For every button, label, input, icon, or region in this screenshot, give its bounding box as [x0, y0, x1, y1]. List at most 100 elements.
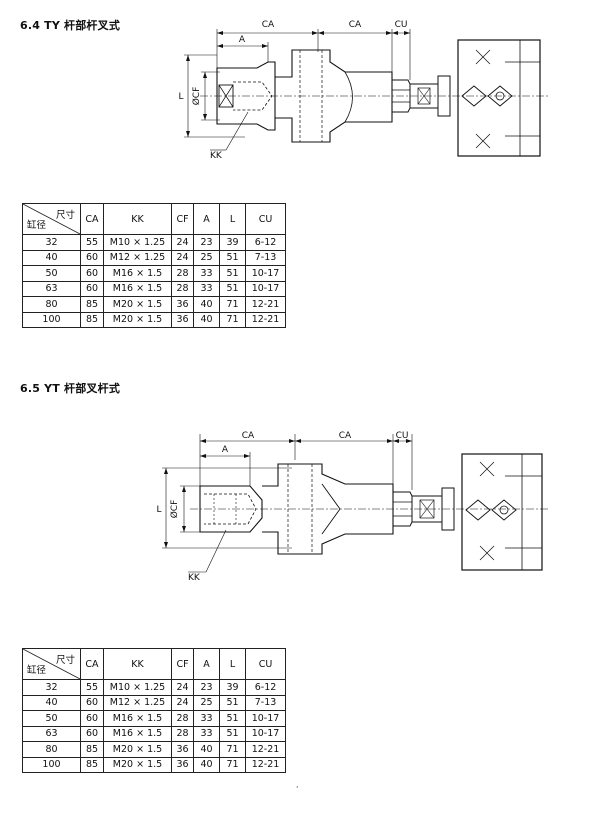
table-cell: 32	[22, 679, 81, 696]
table-cell: 24	[171, 249, 194, 266]
column-header: CF	[171, 203, 194, 235]
table-cell: 39	[219, 679, 246, 696]
table-cell: 60	[80, 710, 104, 727]
table-cell: 24	[171, 694, 194, 711]
table-cell: 71	[219, 756, 246, 773]
table-cell: M10 × 1.25	[103, 234, 172, 251]
table-cell: 63	[22, 280, 81, 297]
column-header: KK	[103, 648, 172, 680]
table-cell: 100	[22, 756, 81, 773]
dim-ca-1: CA	[262, 20, 275, 30]
table-cell: 40	[193, 311, 220, 328]
table-cell: 28	[171, 725, 194, 742]
dim-cu: CU	[395, 20, 408, 30]
table-cell: 7-13	[245, 249, 286, 266]
dim-ca-1: CA	[242, 431, 255, 441]
column-header: CA	[80, 203, 104, 235]
dim-ca-2: CA	[349, 20, 362, 30]
table-cell: 85	[80, 311, 104, 328]
column-header: A	[193, 203, 220, 235]
table-cell: M20 × 1.5	[103, 296, 172, 313]
column-header: CU	[245, 203, 286, 235]
table-cell: M10 × 1.25	[103, 679, 172, 696]
table-cell: 51	[219, 280, 246, 297]
table-cell: 71	[219, 296, 246, 313]
table-cell: 33	[193, 265, 220, 282]
table-cell: 23	[193, 234, 220, 251]
table-cell: 51	[219, 725, 246, 742]
table-cell: 6-12	[245, 234, 286, 251]
corner-label-size: 尺寸	[55, 210, 75, 221]
table-cell: 6-12	[245, 679, 286, 696]
table-cell: 24	[171, 679, 194, 696]
table-header-row: 尺寸 缸径 CA KK CF A L CU	[22, 203, 286, 235]
table-corner-cell: 尺寸 缸径	[22, 203, 81, 235]
table-cell: M16 × 1.5	[103, 710, 172, 727]
column-header: KK	[103, 203, 172, 235]
drawing-yt-clevis-rod: CA CA CU A L ØCF KK	[156, 431, 548, 582]
table-cell: 12-21	[245, 756, 286, 773]
table-cell: 28	[171, 265, 194, 282]
section-title-6-4: 6.4 TY 杆部杆叉式	[20, 19, 121, 32]
dim-cf: ØCF	[169, 500, 180, 519]
table-cell: M20 × 1.5	[103, 741, 172, 758]
column-header: CU	[245, 648, 286, 680]
dim-cu: CU	[396, 431, 409, 441]
table-cell: 60	[80, 249, 104, 266]
table-cell: 40	[193, 741, 220, 758]
table-cell: 51	[219, 694, 246, 711]
table-cell: 71	[219, 741, 246, 758]
corner-label-bore: 缸径	[27, 220, 47, 231]
table-cell: 55	[80, 234, 104, 251]
column-header: L	[219, 203, 246, 235]
corner-label-size: 尺寸	[55, 655, 75, 666]
table-cell: 10-17	[245, 710, 286, 727]
table-cell: 55	[80, 679, 104, 696]
corner-label-bore: 缸径	[27, 665, 47, 676]
dim-a: A	[222, 445, 229, 455]
table-cell: 80	[22, 296, 81, 313]
dim-kk: KK	[210, 151, 223, 161]
table-cell: 63	[22, 725, 81, 742]
drawing-ty-rod-clevis: CA CA CU A L ØCF KK	[178, 20, 548, 161]
table-cell: 85	[80, 296, 104, 313]
table-cell: 40	[193, 296, 220, 313]
table-cell: 33	[193, 710, 220, 727]
table-cell: 12-21	[245, 741, 286, 758]
table-corner-cell: 尺寸 缸径	[22, 648, 81, 680]
table-cell: 28	[171, 710, 194, 727]
table-cell: 100	[22, 311, 81, 328]
table-cell: 51	[219, 249, 246, 266]
page-mark: ,	[296, 780, 299, 789]
table-cell: M12 × 1.25	[103, 249, 172, 266]
table-cell: 60	[80, 694, 104, 711]
table-cell: 51	[219, 265, 246, 282]
dim-l: L	[178, 92, 183, 102]
table-cell: 25	[193, 249, 220, 266]
column-header: CA	[80, 648, 104, 680]
table-cell: 50	[22, 265, 81, 282]
table-cell: 24	[171, 234, 194, 251]
dim-a: A	[239, 35, 246, 45]
table-cell: 60	[80, 265, 104, 282]
table-cell: 40	[22, 694, 81, 711]
table-cell: M16 × 1.5	[103, 725, 172, 742]
table-header-row: 尺寸 缸径 CA KK CF A L CU	[22, 648, 286, 680]
table-cell: 40	[22, 249, 81, 266]
table-cell: 60	[80, 725, 104, 742]
table-cell: M20 × 1.5	[103, 311, 172, 328]
table-cell: 39	[219, 234, 246, 251]
dim-ca-2: CA	[339, 431, 352, 441]
table-cell: M16 × 1.5	[103, 280, 172, 297]
table-cell: 36	[171, 741, 194, 758]
table-cell: 12-21	[245, 311, 286, 328]
